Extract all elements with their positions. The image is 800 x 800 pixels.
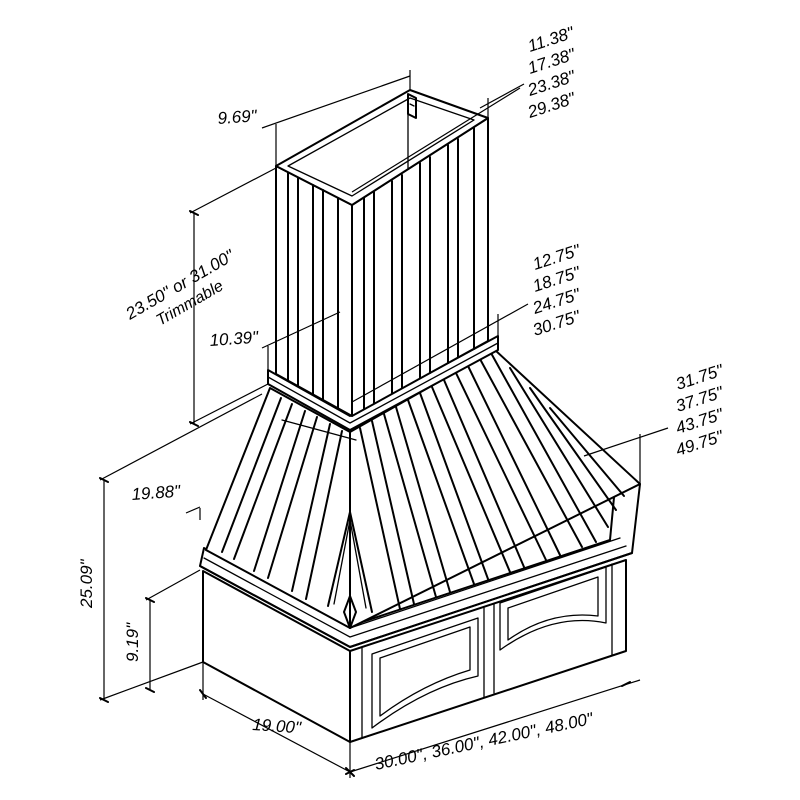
valance-height-label: 9.19" bbox=[123, 622, 142, 662]
chimney-left-straps bbox=[287, 172, 339, 409]
hood-corner-triangle bbox=[327, 511, 373, 629]
chimney-top-depth-label: 9.69" bbox=[217, 106, 258, 128]
hood-left-straps bbox=[221, 397, 343, 600]
dimension-ticks bbox=[99, 210, 631, 777]
valance-panels bbox=[371, 566, 607, 729]
bottom-depth-label: 19.00" bbox=[252, 715, 303, 737]
base-valance bbox=[202, 559, 627, 743]
chimney-front-straps bbox=[363, 127, 475, 410]
dimension-lines bbox=[99, 70, 669, 778]
hood-top-depth-label: 19.88" bbox=[131, 482, 182, 504]
hood-canopy bbox=[205, 349, 641, 629]
hood-front-straps bbox=[359, 352, 625, 610]
hood-height-label: 25.09" bbox=[77, 558, 96, 609]
chimney-base-depth-label: 10.39" bbox=[209, 328, 260, 350]
